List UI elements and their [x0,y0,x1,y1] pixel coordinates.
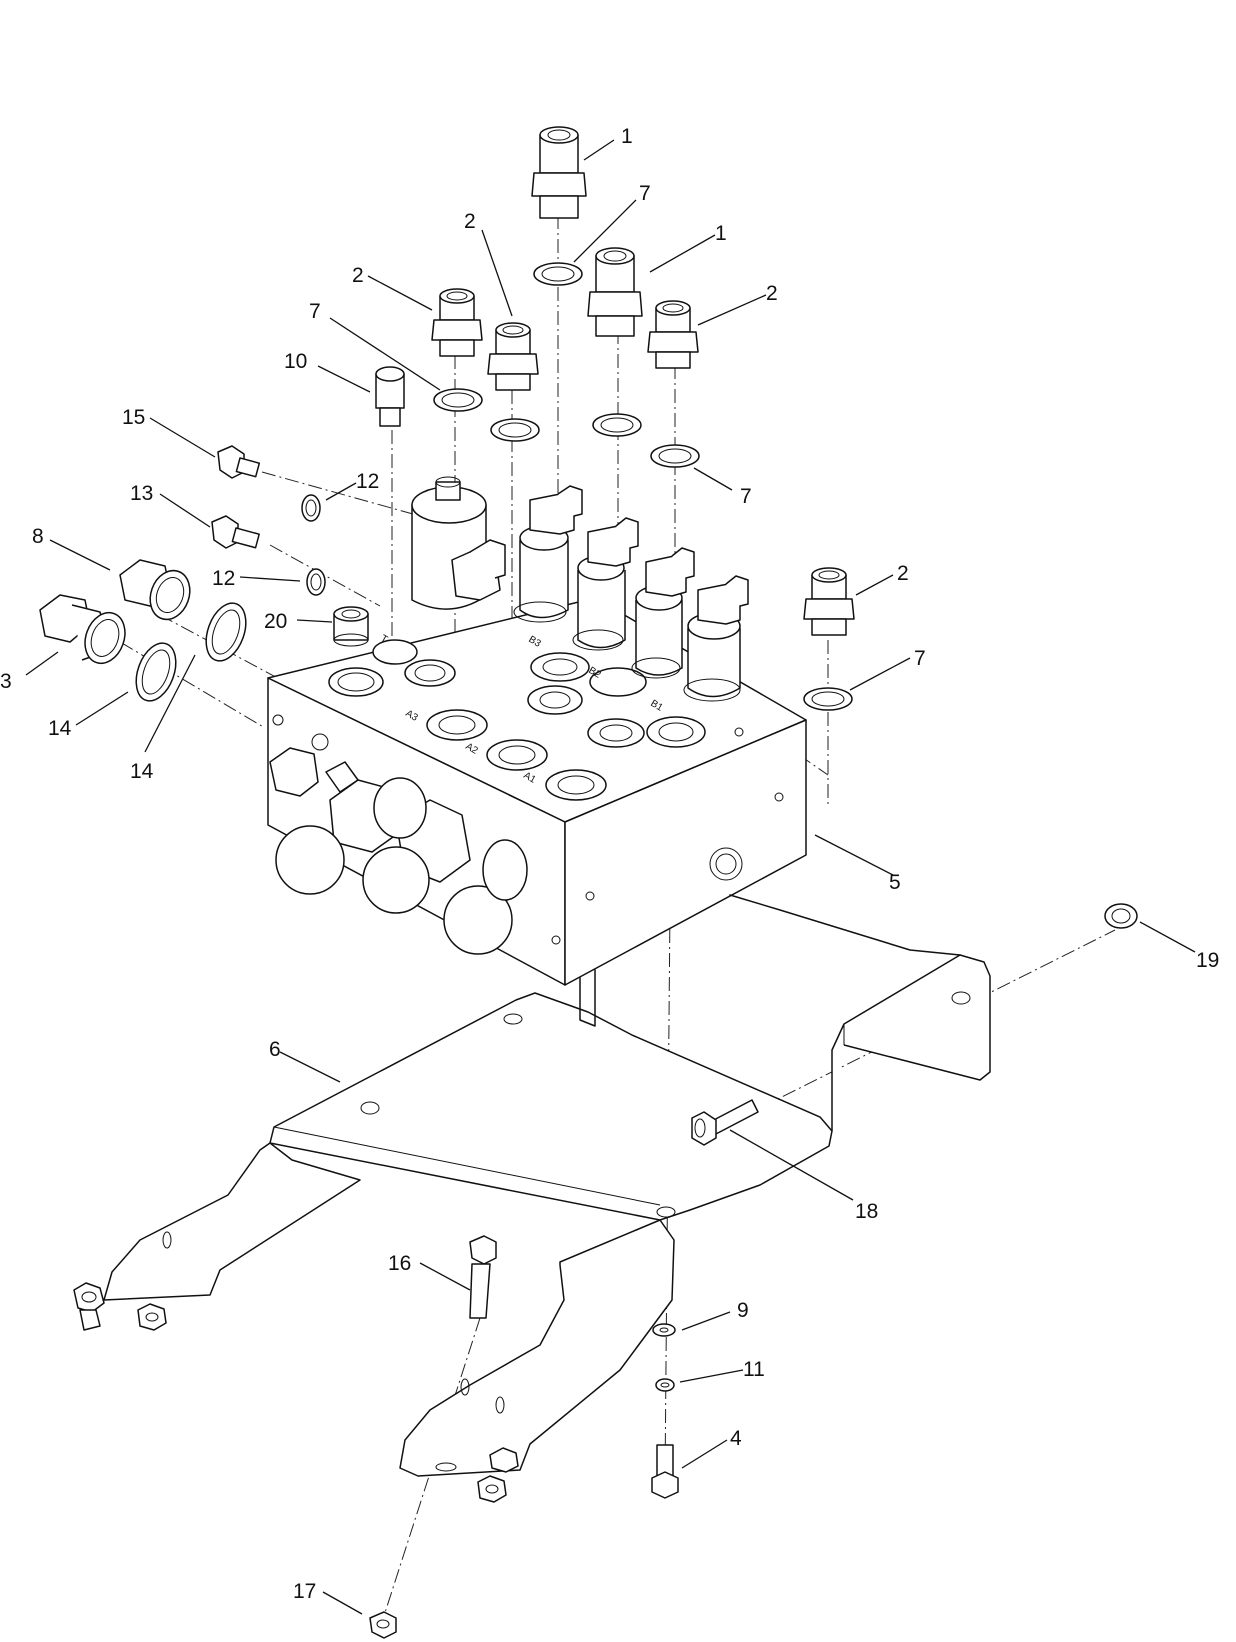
plug-20 [333,606,369,647]
callout-17: 17 [293,1580,316,1603]
fitting-2-mid [487,322,539,391]
callout-19: 19 [1196,949,1219,972]
plug-10 [375,366,405,427]
o-rings [135,262,853,711]
callout-2-far-right: 2 [897,562,909,585]
callout-9: 9 [737,1299,749,1322]
solenoid-large [411,476,506,610]
callout-10: 10 [284,350,307,373]
foot-nut-front-b [477,1475,507,1503]
port-labels: T B3 B2 B1 A3 A2 A1 [379,633,665,786]
callout-11: 11 [743,1358,765,1381]
callout-2-left: 2 [352,264,364,287]
port-label-a2: A2 [464,741,480,757]
leader-lines [25,139,1196,1615]
washer-9 [652,1323,676,1337]
fitting-3 [39,594,126,665]
valve-block [267,597,961,1027]
callout-6: 6 [269,1038,281,1061]
fitting-1-top [531,126,587,219]
callout-7-left: 7 [309,300,321,323]
bolt-16 [469,1235,497,1319]
port-label-b3: B3 [527,634,543,650]
center-lines [99,215,1116,1623]
callout-2-mid: 2 [464,210,476,233]
callout-8: 8 [32,525,44,548]
callout-1-top: 1 [621,125,633,148]
port-label-b1: B1 [649,698,665,714]
fitting-15 [217,445,261,479]
fitting-2-far-right [803,567,855,636]
callout-1-right: 1 [715,222,727,245]
foot-nut-left-b [137,1303,167,1331]
flange-nut-19 [1104,903,1138,929]
callout-13: 13 [130,482,153,505]
lockwasher-11 [655,1378,675,1392]
solenoid-b1 [631,547,695,679]
solenoid-a [683,575,749,702]
fitting-2-left [431,288,483,357]
callout-14-left: 14 [48,717,72,740]
callout-7-top: 7 [639,182,651,205]
foot-nut-front-a [489,1447,519,1473]
port-label-b2: B2 [587,665,603,681]
callout-2-right: 2 [766,282,778,305]
solenoid-b2 [572,517,639,651]
callout-4: 4 [730,1427,742,1450]
callout-12-upper: 12 [356,470,379,493]
callout-14-right: 14 [130,760,154,783]
callout-12-lower: 12 [212,567,235,590]
port-label-a3: A3 [404,708,420,724]
callout-16: 16 [388,1252,411,1275]
port-label-a1: A1 [522,770,538,786]
fitting-8 [119,559,191,621]
callout-7-right: 7 [740,485,752,508]
foot-nut-left-a [73,1282,105,1331]
bolt-4 [651,1444,679,1499]
callout-labels: 1 7 2 1 2 2 7 10 15 12 13 12 8 20 3 14 1… [0,125,1219,1603]
callout-3: 3 [0,670,12,693]
nut-17 [369,1611,397,1639]
fitting-1-right [587,247,643,337]
fitting-2-right [647,300,699,369]
port-label-t: T [379,633,390,646]
callout-5: 5 [889,871,901,894]
fitting-13 [211,515,260,549]
front-caps [269,747,528,955]
solenoid-b3 [513,485,583,623]
callout-15: 15 [122,406,145,429]
callout-18: 18 [855,1200,878,1223]
callout-7-far-right: 7 [914,647,926,670]
callout-20: 20 [264,610,287,633]
mounting-bracket [73,954,991,1503]
bolt-18 [691,1099,759,1146]
